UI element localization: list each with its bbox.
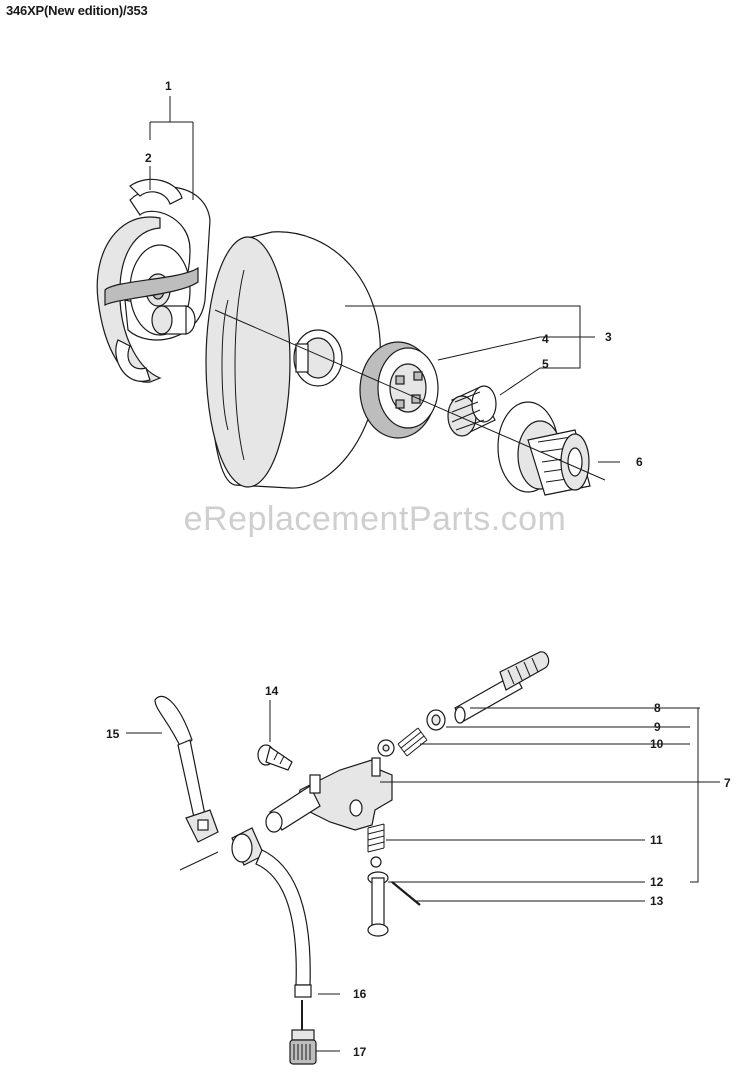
callout-7: 7 bbox=[724, 776, 731, 790]
diagram-title: 346XP(New edition)/353 bbox=[6, 3, 148, 18]
oil-pump-body bbox=[265, 757, 393, 833]
assembly-axis-line bbox=[214, 309, 606, 481]
pump-piston bbox=[367, 871, 389, 937]
clutch-drum bbox=[205, 231, 381, 489]
adjusting-screw bbox=[454, 651, 550, 724]
spring-10 bbox=[397, 727, 428, 757]
callout-2: 2 bbox=[145, 151, 152, 165]
callout-8: 8 bbox=[654, 701, 661, 715]
callout-6: 6 bbox=[636, 455, 643, 469]
callout-9: 9 bbox=[654, 720, 661, 734]
screw-14 bbox=[257, 744, 293, 771]
callout-16: 16 bbox=[353, 987, 367, 1001]
callout-12: 12 bbox=[650, 875, 664, 889]
watermark: eReplacementParts.com bbox=[183, 500, 567, 538]
lower-leader-lines bbox=[126, 700, 720, 1052]
callout-3: 3 bbox=[605, 330, 612, 344]
callout-13: 13 bbox=[650, 894, 664, 908]
callout-1: 1 bbox=[165, 79, 172, 93]
pin-13 bbox=[391, 881, 421, 906]
callout-15: 15 bbox=[106, 727, 120, 741]
spring-11 bbox=[367, 823, 385, 853]
callout-14: 14 bbox=[265, 684, 279, 698]
callout-4: 4 bbox=[542, 332, 549, 346]
needle-bearing bbox=[447, 385, 497, 437]
oil-filter bbox=[289, 1000, 317, 1065]
clutch-shoe-assembly bbox=[96, 178, 211, 383]
callout-11: 11 bbox=[650, 833, 663, 847]
spur-washer bbox=[497, 401, 591, 496]
callout-5: 5 bbox=[542, 357, 549, 371]
callout-17: 17 bbox=[353, 1045, 367, 1059]
oil-lever bbox=[154, 695, 219, 843]
oil-hose bbox=[231, 827, 312, 998]
upper-leader-lines bbox=[149, 96, 620, 463]
callout-10: 10 bbox=[650, 737, 664, 751]
